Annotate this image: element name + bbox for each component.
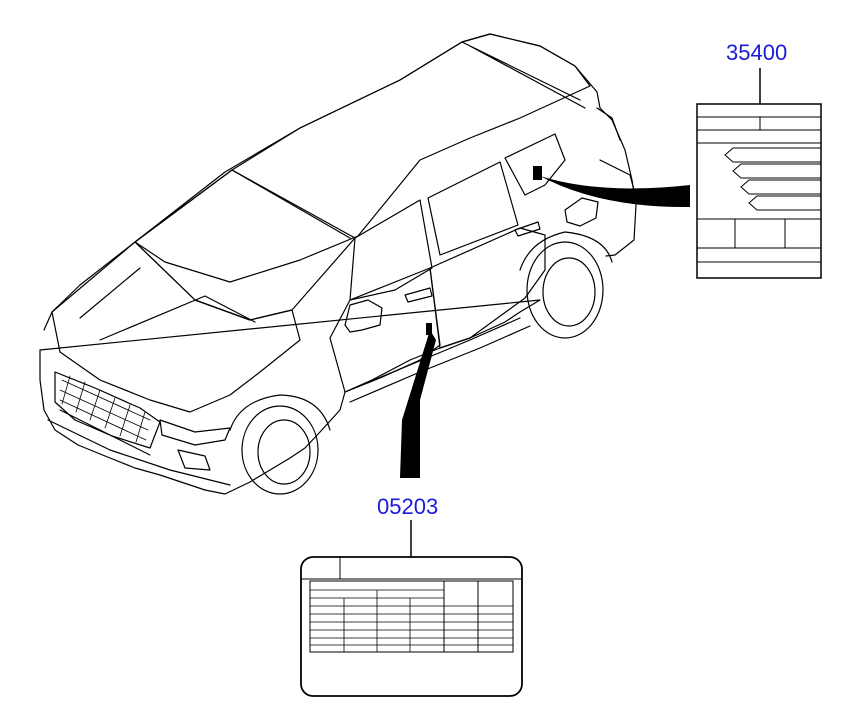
part-number-35400[interactable]: 35400 (726, 40, 787, 65)
vehicle-illustration (39, 33, 637, 495)
rear-tail (596, 107, 635, 191)
headlight (159, 419, 231, 446)
fog-light (177, 449, 211, 471)
fuel-door (564, 197, 599, 227)
front-wheel (229, 394, 331, 495)
callout-05203[interactable]: 05203 (300, 494, 523, 697)
rear-door (429, 227, 546, 349)
label-location-marker-rear (533, 166, 542, 180)
rear-wheel (519, 231, 613, 339)
leader-wedge-bottom (400, 330, 436, 478)
side-mirror (344, 299, 383, 333)
callout-35400[interactable]: 35400 (696, 40, 822, 279)
vehicle-hood (51, 241, 301, 413)
vehicle-windshield (134, 169, 356, 321)
grille-pattern (59, 375, 151, 443)
front-bumper (47, 409, 231, 486)
label-diagram-35400 (696, 103, 822, 279)
rear-side-window (427, 161, 519, 256)
vehicle-roof (134, 33, 591, 283)
part-number-05203[interactable]: 05203 (377, 494, 438, 519)
hood-crease (79, 267, 256, 341)
label-diagram-05203 (300, 556, 523, 697)
label-location-marker-door (426, 323, 432, 335)
vehicle-body-outline (39, 33, 637, 495)
front-side-window (349, 199, 433, 301)
front-grille (54, 371, 161, 449)
front-door-handle (404, 287, 433, 303)
leader-wedge-top (540, 176, 690, 208)
side-sill (344, 317, 531, 403)
rear-quarter-window (504, 133, 566, 196)
rear-door-handle (514, 221, 541, 237)
roof-rail (231, 41, 586, 239)
